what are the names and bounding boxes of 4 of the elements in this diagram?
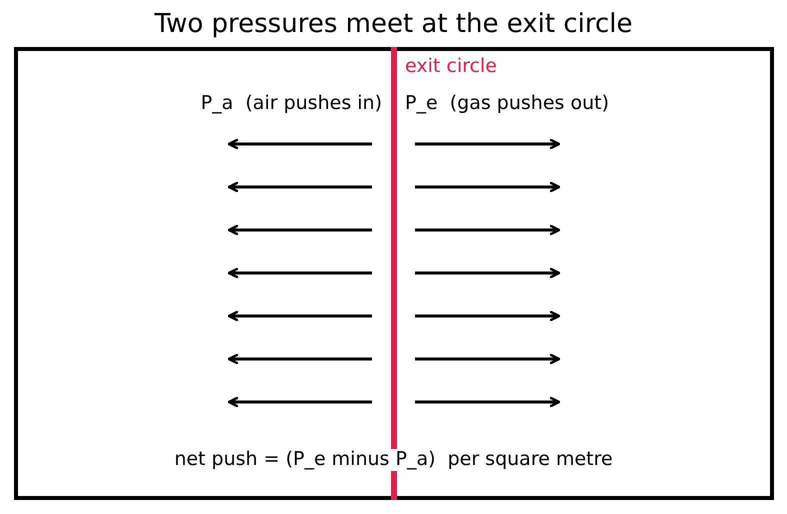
pressure-label: P_a (air pushes in) xyxy=(200,93,382,115)
line-label: exit circle xyxy=(405,56,497,78)
pressure-label: P_e (gas pushes out) xyxy=(405,93,609,115)
diagram-title: Two pressures meet at the exit circle xyxy=(153,10,634,40)
